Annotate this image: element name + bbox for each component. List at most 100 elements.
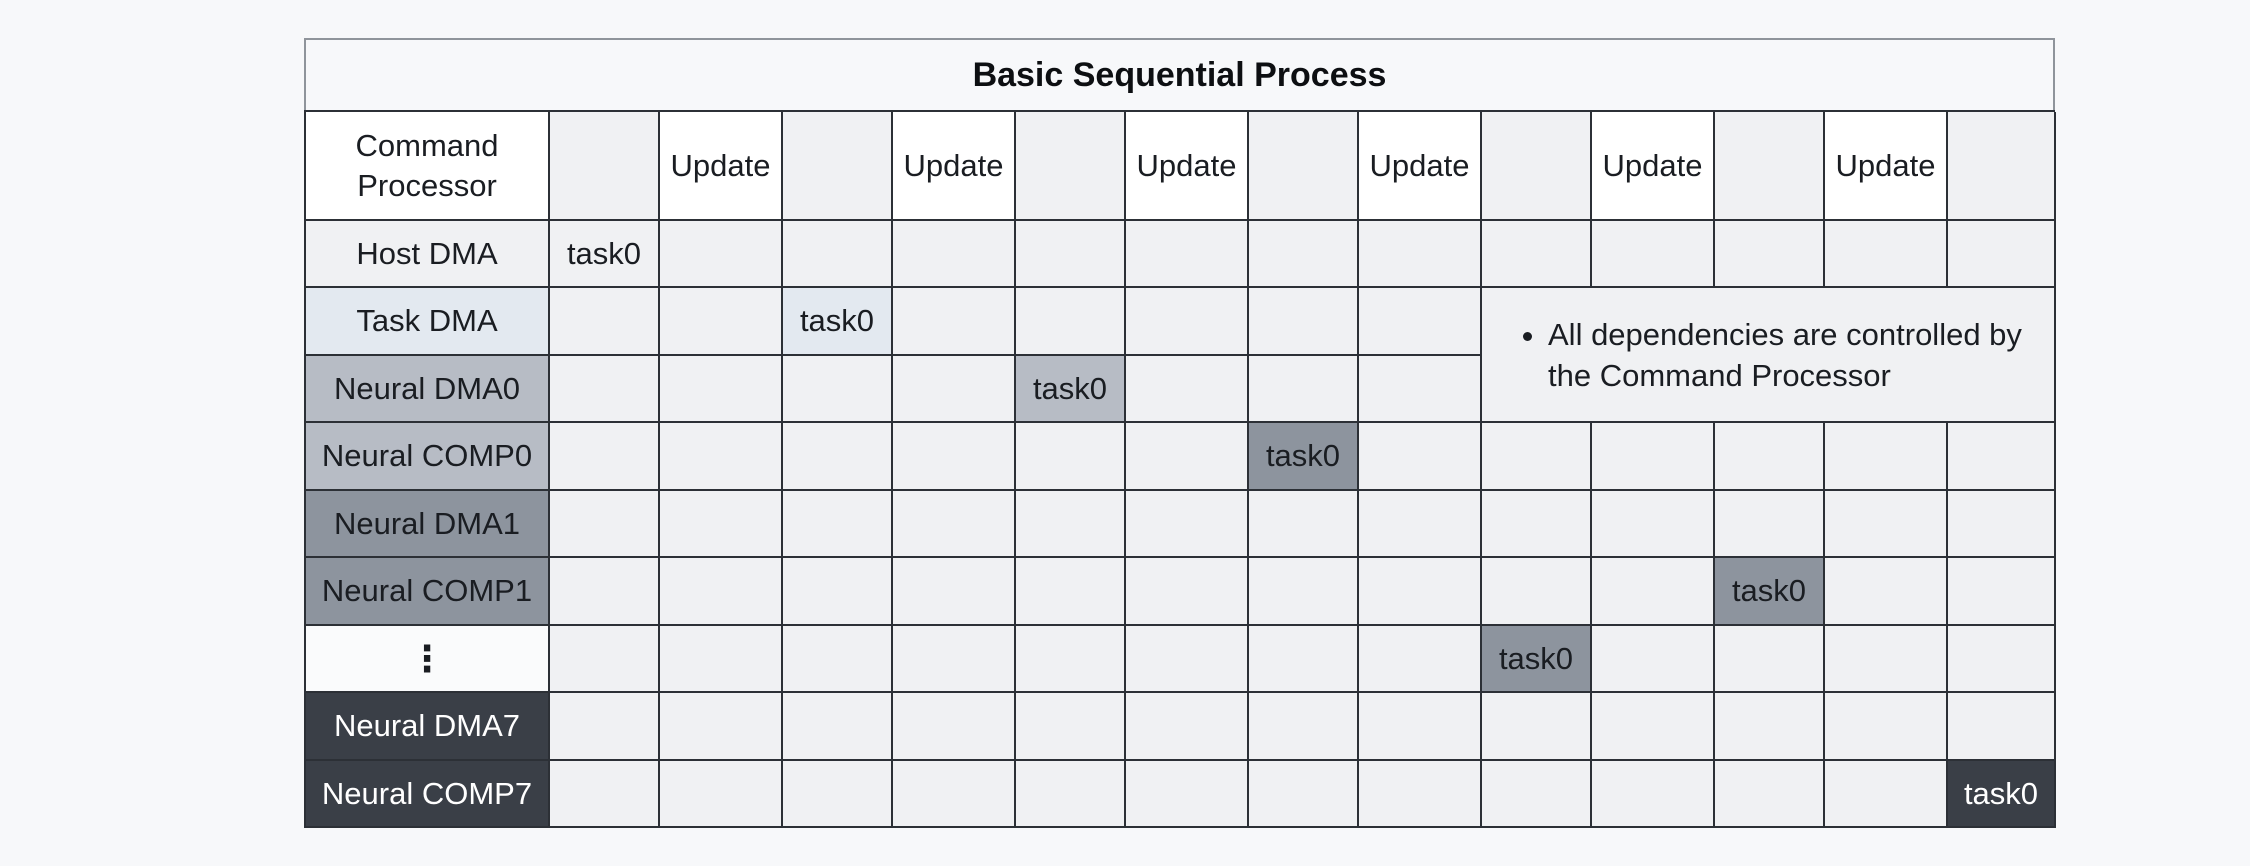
grid-cell bbox=[1592, 693, 1715, 761]
grid-cell bbox=[1482, 693, 1592, 761]
row-label: Task DMA bbox=[304, 288, 550, 356]
grid-cell bbox=[1016, 761, 1126, 828]
grid-cell bbox=[660, 423, 783, 491]
task-block: task0 bbox=[1715, 558, 1825, 626]
grid-cell bbox=[1715, 423, 1825, 491]
grid-cell bbox=[783, 626, 893, 693]
grid-cell bbox=[1126, 423, 1249, 491]
grid-cell bbox=[660, 693, 783, 761]
grid-cell bbox=[1126, 761, 1249, 828]
grid-cell bbox=[1825, 626, 1948, 693]
row-label: Neural COMP1 bbox=[304, 558, 550, 626]
grid-cell bbox=[783, 423, 893, 491]
grid-cell bbox=[1359, 423, 1482, 491]
grid-cell bbox=[1126, 558, 1249, 626]
grid-cell bbox=[1359, 693, 1482, 761]
grid-cell bbox=[1126, 356, 1249, 423]
grid-cell bbox=[1016, 558, 1126, 626]
grid-cell bbox=[1359, 221, 1482, 288]
row-label: ⋮ bbox=[304, 626, 550, 693]
grid-cell bbox=[783, 761, 893, 828]
grid-cell bbox=[1359, 356, 1482, 423]
grid-cell bbox=[550, 626, 660, 693]
grid-cell bbox=[660, 356, 783, 423]
grid-cell bbox=[1592, 761, 1715, 828]
dependency-note: All dependencies are controlled by the C… bbox=[1482, 288, 2056, 423]
row-label: Host DMA bbox=[304, 221, 550, 288]
update-cell: Update bbox=[660, 112, 783, 221]
grid-cell bbox=[1948, 221, 2056, 288]
grid-cell bbox=[1825, 693, 1948, 761]
grid-cell bbox=[1016, 288, 1126, 356]
grid-cell bbox=[1359, 761, 1482, 828]
grid-cell bbox=[1592, 221, 1715, 288]
grid-cell bbox=[1016, 626, 1126, 693]
note-list: All dependencies are controlled by the C… bbox=[1516, 314, 2024, 396]
update-cell: Update bbox=[893, 112, 1016, 221]
row-label: Neural DMA0 bbox=[304, 356, 550, 423]
grid-cell bbox=[1249, 558, 1359, 626]
grid-cell bbox=[1126, 491, 1249, 558]
grid-cell bbox=[1482, 221, 1592, 288]
task-block: task0 bbox=[1249, 423, 1359, 491]
grid-cell bbox=[550, 761, 660, 828]
grid-cell bbox=[893, 221, 1016, 288]
grid-cell bbox=[783, 112, 893, 221]
grid-cell bbox=[1592, 558, 1715, 626]
update-cell: Update bbox=[1359, 112, 1482, 221]
grid-cell bbox=[783, 558, 893, 626]
grid-cell bbox=[1359, 288, 1482, 356]
grid-cell bbox=[1825, 558, 1948, 626]
grid-cell bbox=[1948, 626, 2056, 693]
grid-cell bbox=[1825, 491, 1948, 558]
grid-cell bbox=[550, 558, 660, 626]
grid-cell bbox=[1482, 558, 1592, 626]
grid-cell bbox=[893, 693, 1016, 761]
grid-cell bbox=[550, 112, 660, 221]
grid-cell bbox=[1715, 761, 1825, 828]
grid-cell bbox=[1249, 626, 1359, 693]
row-label: Neural DMA7 bbox=[304, 693, 550, 761]
grid-cell bbox=[893, 626, 1016, 693]
grid-cell bbox=[1948, 423, 2056, 491]
update-cell: Update bbox=[1825, 112, 1948, 221]
grid-cell bbox=[550, 423, 660, 491]
grid-cell bbox=[1948, 491, 2056, 558]
grid-cell bbox=[660, 491, 783, 558]
task-block: task0 bbox=[550, 221, 660, 288]
grid-cell bbox=[1249, 491, 1359, 558]
grid-cell bbox=[1359, 626, 1482, 693]
grid-cell bbox=[1016, 112, 1126, 221]
row-label: Neural COMP0 bbox=[304, 423, 550, 491]
grid-cell bbox=[1359, 491, 1482, 558]
task-block: task0 bbox=[1948, 761, 2056, 828]
grid-cell bbox=[1249, 356, 1359, 423]
grid-cell bbox=[1715, 491, 1825, 558]
grid-cell bbox=[1249, 112, 1359, 221]
grid-cell bbox=[1249, 288, 1359, 356]
row-label: Neural DMA1 bbox=[304, 491, 550, 558]
grid-cell bbox=[1825, 221, 1948, 288]
task-block: task0 bbox=[783, 288, 893, 356]
sequential-process-diagram: Basic Sequential Process Command Process… bbox=[304, 38, 2056, 828]
grid-cell bbox=[1948, 558, 2056, 626]
note-item: All dependencies are controlled by the C… bbox=[1548, 314, 2024, 396]
grid-cell bbox=[660, 558, 783, 626]
task-block: task0 bbox=[1016, 356, 1126, 423]
grid-cell bbox=[783, 356, 893, 423]
grid-cell bbox=[660, 761, 783, 828]
grid-cell bbox=[1715, 626, 1825, 693]
grid-cell bbox=[1016, 693, 1126, 761]
grid-cell bbox=[893, 558, 1016, 626]
grid-cell bbox=[1948, 693, 2056, 761]
grid-cell bbox=[550, 491, 660, 558]
grid-cell bbox=[1715, 112, 1825, 221]
row-label: Neural COMP7 bbox=[304, 761, 550, 828]
grid-cell bbox=[1948, 112, 2056, 221]
grid-cell bbox=[550, 693, 660, 761]
grid-cell bbox=[783, 693, 893, 761]
grid-cell bbox=[550, 356, 660, 423]
grid-cell bbox=[783, 221, 893, 288]
grid-cell bbox=[893, 761, 1016, 828]
